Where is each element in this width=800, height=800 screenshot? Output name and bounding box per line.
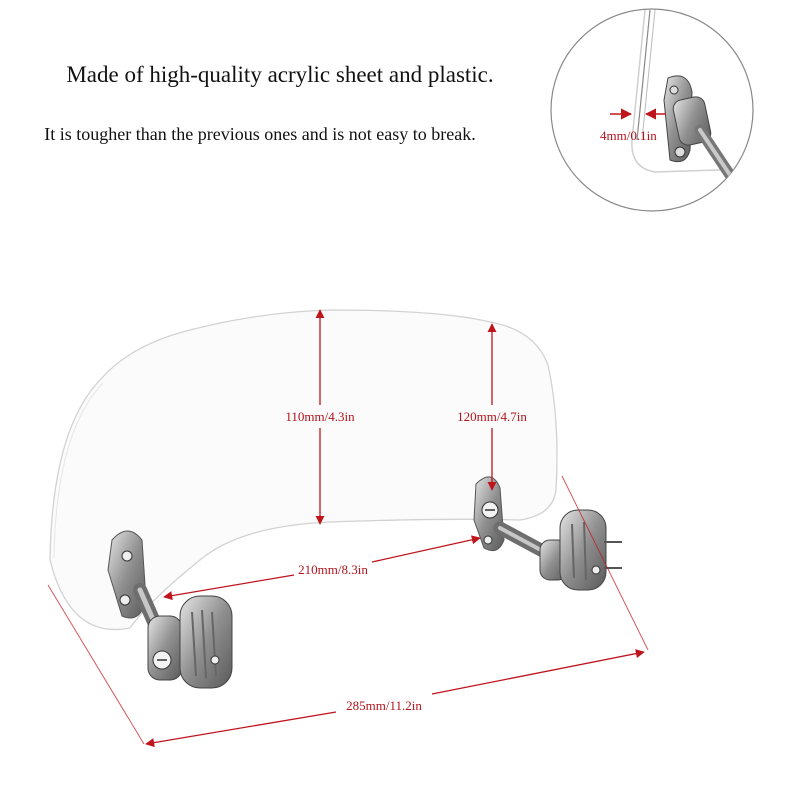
dim-height-side: 120mm/4.7in [457, 323, 527, 491]
dim-mount-spacing: 210mm/8.3in [163, 535, 481, 601]
height-side-label: 120mm/4.7in [457, 409, 527, 424]
thickness-label: 4mm/0.1in [600, 128, 657, 143]
dim-overall-width: 285mm/11.2in [47, 475, 649, 748]
overall-width-label: 285mm/11.2in [346, 698, 422, 713]
headline: Made of high-quality acrylic sheet and p… [66, 62, 494, 87]
left-mount-bracket [107, 530, 233, 689]
dim-height-center: 110mm/4.3in [285, 309, 355, 525]
subline: It is tougher than the previous ones and… [44, 124, 476, 144]
zoom-detail: 4mm/0.1in [550, 8, 754, 212]
right-mount-bracket [473, 476, 622, 591]
mount-spacing-label: 210mm/8.3in [298, 562, 368, 577]
height-center-label: 110mm/4.3in [285, 409, 355, 424]
windshield [49, 309, 558, 631]
